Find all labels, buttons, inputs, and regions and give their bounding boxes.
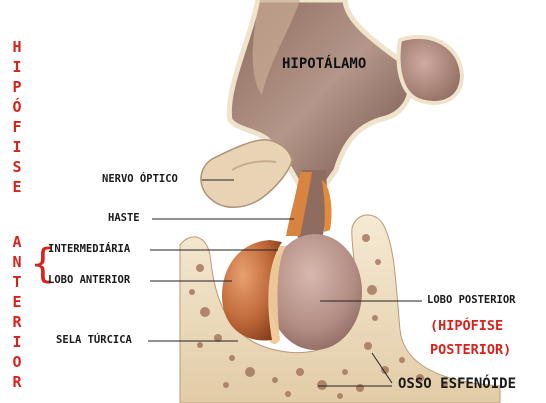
side-title-letter: A <box>6 233 28 251</box>
side-title-letter: Ó <box>6 98 28 116</box>
side-title-letter: E <box>6 178 28 196</box>
side-title-letter: I <box>6 138 28 156</box>
side-title-letter: I <box>6 58 28 76</box>
side-title-letter: N <box>6 253 28 271</box>
side-title-letter: T <box>6 273 28 291</box>
side-title-letter: P <box>6 78 28 96</box>
posterior-pituitary-label-2: POSTERIOR) <box>430 342 511 358</box>
anterior-lobe-label: LOBO ANTERIOR <box>48 274 130 286</box>
pituitary-stalk <box>286 170 332 238</box>
side-title-letter: E <box>6 293 28 311</box>
side-title-letter: R <box>6 373 28 391</box>
sphenoid-bone-label: OSSO ESFENÓIDE <box>398 376 516 392</box>
side-title-letter: F <box>6 118 28 136</box>
stalk-label: HASTE <box>108 212 140 224</box>
optic-nerve-label: NERVO ÓPTICO <box>102 173 178 185</box>
side-title-letter: H <box>6 38 28 56</box>
hypothalamus-label: HIPOTÁLAMO <box>282 56 366 72</box>
side-title-letter: R <box>6 313 28 331</box>
side-title-letter: O <box>6 353 28 371</box>
optic-nerve <box>201 140 292 207</box>
sella-turcica-label: SELA TÚRCICA <box>56 334 132 346</box>
intermediate-label: INTERMEDIÁRIA <box>48 243 130 255</box>
side-title-letter: S <box>6 158 28 176</box>
posterior-pituitary-label-1: (HIPÓFISE <box>430 318 503 334</box>
side-title-letter: I <box>6 333 28 351</box>
posterior-lobe-label: LOBO POSTERIOR <box>427 294 516 306</box>
